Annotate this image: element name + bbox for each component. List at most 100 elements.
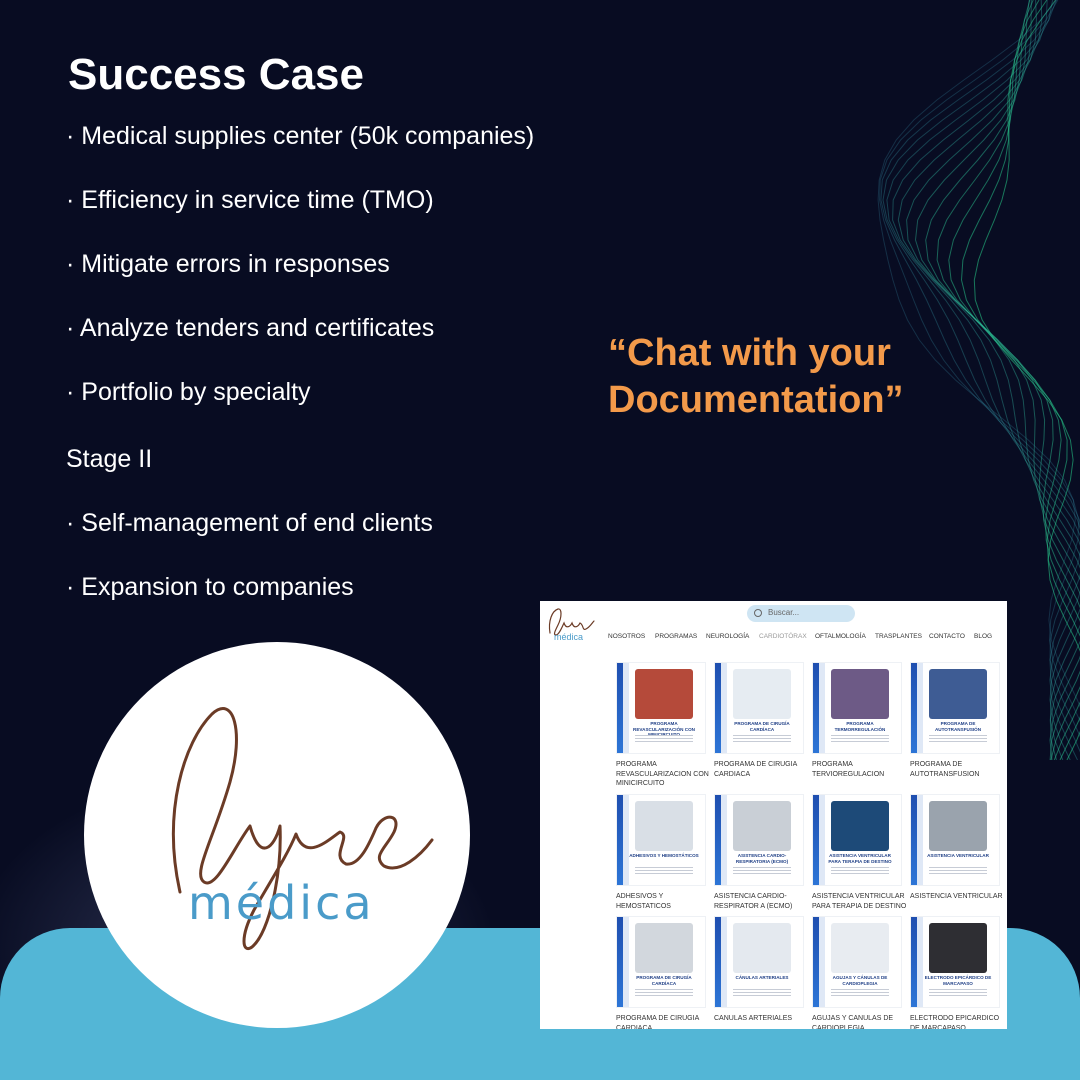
card-stripe (819, 663, 825, 753)
card-stripe (721, 917, 727, 1007)
product-card-image[interactable]: PROGRAMA TERMORREGULACIÓN (812, 662, 902, 754)
bullet-item: · Medical supplies center (50k companies… (66, 122, 535, 150)
wave-line (892, 0, 1080, 760)
site-logo-icon (548, 608, 595, 636)
logo-subtext: médica (188, 876, 375, 930)
quote-line: Documentation” (608, 379, 904, 421)
product-card-label[interactable]: PROGRAMA DE CIRUGIA CARDIACA (616, 1015, 699, 1029)
product-card-image-text (635, 735, 693, 742)
product-card-image-text (733, 867, 791, 874)
wave-line (948, 0, 1080, 760)
product-card-image-title: ADHESIVOS Y HEMOSTÁTICOS (629, 853, 699, 858)
product-card-image-text (733, 989, 791, 996)
card-stripe (623, 663, 629, 753)
product-card-image[interactable]: ASISTENCIA VENTRICULAR PARA TERAPIA DE D… (812, 794, 902, 886)
product-photo (929, 923, 987, 973)
wave-line (936, 0, 1080, 760)
quote-text: “Chat with your Documentation” (608, 330, 1028, 424)
nav-item-programas[interactable]: PROGRAMAS (655, 633, 698, 640)
script-logo-icon (172, 707, 434, 950)
search-icon (754, 609, 762, 617)
card-stripe (617, 663, 627, 753)
product-card-image[interactable]: AGUJAS Y CÁNULAS DE CARDIOPLEGIA (812, 916, 902, 1008)
nav-item-oftalmologia[interactable]: OFTALMOLOGÍA (815, 633, 866, 640)
product-card-image-text (635, 989, 693, 996)
product-card-label[interactable]: PROGRAMA REVASCULARIZACION CON MINICIRCU… (616, 761, 709, 787)
card-stripe (721, 663, 727, 753)
wave-line (880, 0, 1080, 738)
product-card-label[interactable]: PROGRAMA DE AUTOTRANSFUSION (910, 761, 980, 778)
search-placeholder: Buscar... (768, 608, 800, 617)
bullet-item: · Portfolio by specialty (66, 378, 311, 406)
product-card-image-text (733, 735, 791, 742)
stage-bullet-item: · Expansion to companies (66, 573, 354, 601)
product-card-image[interactable]: PROGRAMA DE CIRUGÍA CARDÍACA (616, 916, 706, 1008)
nav-item-neurologia[interactable]: NEUROLOGÍA (706, 633, 750, 640)
product-photo (831, 669, 889, 719)
product-photo (733, 669, 791, 719)
product-card-image-title: ASISTENCIA CARDIO-RESPIRATORIA (ECMO) (735, 853, 789, 864)
product-card-image-title: CÁNULAS ARTERIALES (735, 975, 789, 980)
nav-item-blog[interactable]: BLOG (974, 633, 993, 640)
product-card-label[interactable]: PROGRAMA DE CIRUGIA CARDIACA (714, 761, 797, 778)
stage-heading: Stage II (66, 445, 153, 473)
card-stripe (917, 917, 923, 1007)
product-photo (929, 669, 987, 719)
product-card-label[interactable]: AGUJAS Y CANULAS DE CARDIOPLEGIA (812, 1015, 894, 1029)
product-card-label[interactable]: CANULAS ARTERIALES (714, 1015, 793, 1022)
product-card-label[interactable]: ASISTENCIA VENTRICULAR (910, 893, 1003, 900)
card-stripe (911, 663, 921, 753)
wave-line (886, 0, 1080, 760)
product-photo (635, 669, 693, 719)
site-logo-subtext: médica (554, 632, 584, 642)
product-card-image-title: AGUJAS Y CÁNULAS DE CARDIOPLEGIA (832, 975, 888, 986)
nav-item-trasplantes[interactable]: TRASPLANTES (875, 633, 922, 640)
product-card-image-text (831, 735, 889, 742)
wave-line (877, 0, 1080, 708)
product-card-label[interactable]: PROGRAMA TERVIOREGULACION (812, 761, 885, 778)
product-photo (635, 801, 693, 851)
card-stripe (819, 917, 825, 1007)
product-photo (831, 801, 889, 851)
wave-line (914, 0, 1080, 760)
product-photo (929, 801, 987, 851)
card-stripe (617, 795, 627, 885)
card-stripe (623, 917, 629, 1007)
product-photo (831, 923, 889, 973)
nav-item-contacto[interactable]: CONTACTO (929, 633, 965, 640)
bullet-item: · Mitigate errors in responses (66, 250, 390, 278)
product-photo (635, 923, 693, 973)
product-card-label[interactable]: ELECTRODO EPICARDICO DE MARCAPASO (910, 1015, 1000, 1029)
site-nav: NOSOTROS PROGRAMAS NEUROLOGÍA CARDIOTÓRA… (606, 633, 1006, 645)
nav-item-nosotros[interactable]: NOSOTROS (608, 633, 646, 640)
search-input[interactable]: Buscar... (747, 605, 855, 622)
card-stripe (917, 795, 923, 885)
website-screenshot: médica Buscar... NOSOTROS PROGRAMAS NEUR… (540, 601, 1007, 1029)
product-card-image[interactable]: CÁNULAS ARTERIALES (714, 916, 804, 1008)
product-card-image-title: ELECTRODO EPICÁRDICO DE MARCAPASO (924, 975, 992, 986)
wave-line (882, 0, 1080, 753)
product-card-image[interactable]: ADHESIVOS Y HEMOSTÁTICOS (616, 794, 706, 886)
bullet-item: · Analyze tenders and certificates (66, 314, 435, 342)
product-card-image-title: PROGRAMA REVASCULARIZACIÓN CON MINICIRCU… (633, 721, 695, 737)
product-card-image-text (635, 867, 693, 874)
product-card-label[interactable]: ASISTENCIA CARDIO-RESPIRATOR A (ECMO) (714, 893, 793, 910)
product-card-image[interactable]: PROGRAMA REVASCULARIZACIÓN CON MINICIRCU… (616, 662, 706, 754)
product-card-image-text (929, 867, 987, 874)
product-card-image[interactable]: PROGRAMA DE CIRUGÍA CARDÍACA (714, 662, 804, 754)
product-card-label[interactable]: ADHESIVOS Y HEMOSTATICOS (616, 893, 671, 910)
card-stripe (715, 917, 725, 1007)
product-card-label[interactable]: ASISTENCIA VENTRICULAR PARA TERAPIA DE D… (812, 893, 907, 910)
card-stripe (917, 663, 923, 753)
product-card-image-title: PROGRAMA DE CIRUGÍA CARDÍACA (636, 975, 692, 986)
product-card-image-title: PROGRAMA DE CIRUGÍA CARDÍACA (734, 721, 790, 732)
stage-bullet-item: · Self-management of end clients (66, 509, 433, 537)
nav-item-cardiotorax[interactable]: CARDIOTÓRAX (759, 633, 807, 640)
product-card-image[interactable]: ELECTRODO EPICÁRDICO DE MARCAPASO (910, 916, 1000, 1008)
product-card-image[interactable]: ASISTENCIA VENTRICULAR (910, 794, 1000, 886)
product-card-image[interactable]: PROGRAMA DE AUTOTRANSFUSIÓN (910, 662, 1000, 754)
wave-line (897, 0, 1080, 760)
card-stripe (721, 795, 727, 885)
card-stripe (813, 917, 823, 1007)
product-card-image[interactable]: ASISTENCIA CARDIO-RESPIRATORIA (ECMO) (714, 794, 804, 886)
